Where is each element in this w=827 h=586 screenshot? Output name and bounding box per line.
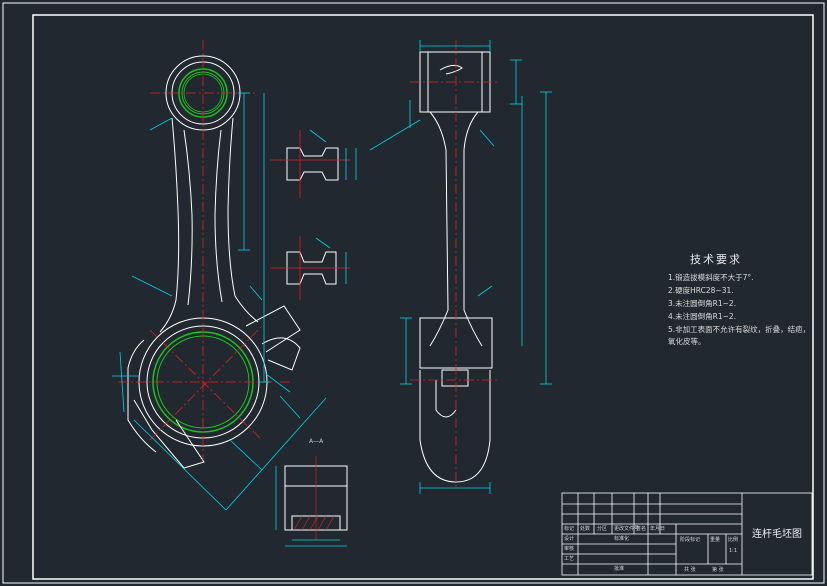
tb-cell-design: 设计 <box>564 536 575 542</box>
tech-requirement-item: 氧化皮等。 <box>668 337 706 346</box>
section-aa-dimensions <box>275 466 347 547</box>
side-dimensions <box>369 40 552 494</box>
front-dimensions <box>112 92 327 511</box>
tb-cell-doc-no: 更改文件号 <box>614 526 640 532</box>
tb-cell-stage-mark: 阶段标记 <box>680 537 701 543</box>
tech-requirement-item: 5.非加工表面不允许有裂纹，折叠，结疤， <box>668 325 811 334</box>
front-centerlines <box>118 40 290 460</box>
tech-requirement-item: 1.锻造拔模斜度不大于7°. <box>668 273 754 282</box>
tb-cell-check: 审核 <box>564 546 575 552</box>
tech-requirement-item: 3.未注圆倒角R1~2. <box>668 299 737 308</box>
side-view <box>419 51 493 483</box>
side-centerlines <box>410 40 500 490</box>
tb-cell-mark: 标记 <box>564 526 575 532</box>
tb-cell-scale-value: 1:1 <box>729 548 738 554</box>
tech-requirements-title: 技术要求 <box>690 253 742 266</box>
section-dimensions <box>309 129 357 284</box>
title-block-grid <box>561 492 813 576</box>
tech-requirement-item: 2.硬度HRC28~31. <box>668 286 734 295</box>
tb-cell-weight: 重量 <box>710 537 721 543</box>
tb-cell-scale: 比例 <box>728 537 739 543</box>
section-hatch <box>270 130 350 300</box>
tb-cell-sign: 签名 <box>636 526 647 532</box>
tb-cell-count: 处数 <box>580 526 591 532</box>
tb-cell-zone: 分区 <box>597 526 608 532</box>
drawing-title: 连杆毛坯图 <box>752 529 802 540</box>
front-view <box>127 55 301 469</box>
inner-border <box>32 14 814 580</box>
tb-cell-standardize: 标准化 <box>614 536 630 542</box>
tb-cell-approve: 批准 <box>614 566 625 572</box>
tb-cell-date: 年月日 <box>650 526 666 532</box>
section-details <box>286 147 339 285</box>
tb-cell-sheet-no: 第 张 <box>712 567 724 573</box>
section-aa-hatch <box>293 456 335 540</box>
tb-cell-sheets-total: 共 张 <box>684 567 696 573</box>
tb-cell-process: 工艺 <box>564 556 575 562</box>
tech-requirement-item: 4.未注圆倒角R1~2. <box>668 312 737 321</box>
section-aa-label: A—A <box>309 438 324 445</box>
